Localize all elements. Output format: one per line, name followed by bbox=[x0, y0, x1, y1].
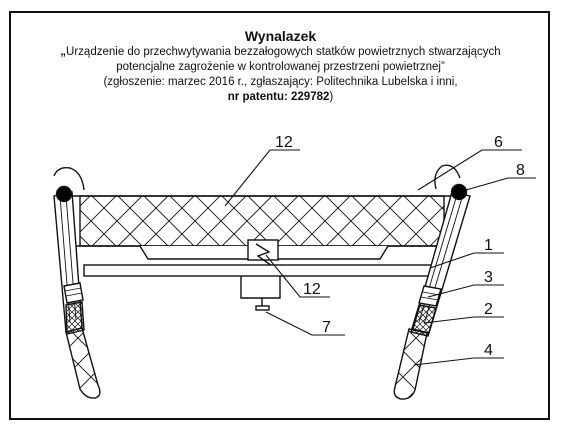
invention-description-line-2: potencjalne zagrożenie w kontrolowanej p… bbox=[116, 61, 445, 73]
right-arm-hook bbox=[434, 164, 461, 190]
left-band-stripe bbox=[64, 287, 82, 292]
left-band-stripe-2 bbox=[65, 292, 83, 297]
leader-ball-joint bbox=[465, 177, 536, 191]
figure-frame bbox=[9, 11, 550, 420]
label-arm-hook: 6 bbox=[494, 134, 503, 151]
invention-description-line-1: „Urządzenie do przechwytywania bezzałogo… bbox=[12, 45, 549, 60]
leader-mount bbox=[265, 311, 345, 336]
leader-arm-body bbox=[429, 252, 504, 269]
right-ball-joint bbox=[450, 183, 468, 201]
label-net-top: 12 bbox=[275, 134, 293, 151]
patent-number: nr patentu: 229782 bbox=[227, 91, 330, 103]
leader-net-center bbox=[265, 254, 330, 298]
right-band-stripe-2 bbox=[420, 296, 439, 301]
invention-title: Wynalazek bbox=[244, 28, 317, 44]
leader-arm-band bbox=[427, 284, 504, 298]
label-arm-tip: 4 bbox=[484, 342, 493, 359]
left-arm-hook bbox=[53, 166, 85, 191]
label-arm-band: 3 bbox=[484, 269, 493, 286]
central-buckle bbox=[247, 239, 279, 261]
left-arm-tip bbox=[65, 327, 101, 399]
description-text-1: Urządzenie do przechwytywania bezzałogow… bbox=[66, 46, 501, 58]
invention-header: Wynalazek „Urządzenie do przechwytywania… bbox=[12, 28, 549, 105]
left-arm-grip bbox=[65, 301, 85, 335]
details-close: ) bbox=[329, 91, 334, 103]
buckle-zigzag bbox=[255, 243, 273, 267]
right-arm-tip-fill bbox=[394, 329, 427, 400]
mount-nut bbox=[255, 305, 270, 311]
label-net-center: 12 bbox=[303, 281, 321, 298]
leader-arm-grip bbox=[423, 316, 504, 324]
mount-bracket bbox=[240, 276, 281, 299]
label-mount: 7 bbox=[322, 319, 331, 336]
filing-details: (zgłoszenie: marzec 2016 r., zgłaszający… bbox=[103, 76, 458, 88]
leader-arm-tip bbox=[413, 357, 504, 366]
opening-quote: „ bbox=[60, 46, 67, 58]
crossbar bbox=[83, 264, 443, 277]
label-arm-body: 1 bbox=[484, 237, 493, 254]
net-panel bbox=[79, 195, 445, 247]
right-arm-grip bbox=[410, 304, 437, 337]
leader-arm-hook bbox=[417, 149, 522, 191]
patent-number-line: nr patentu: 229782) bbox=[12, 90, 549, 105]
right-arm-tip bbox=[393, 328, 428, 400]
label-arm-grip: 2 bbox=[484, 301, 493, 318]
leader-net-top bbox=[224, 149, 300, 207]
left-arm-band bbox=[63, 282, 84, 304]
left-ball-joint bbox=[55, 185, 73, 203]
label-ball-joint: 8 bbox=[516, 162, 525, 179]
